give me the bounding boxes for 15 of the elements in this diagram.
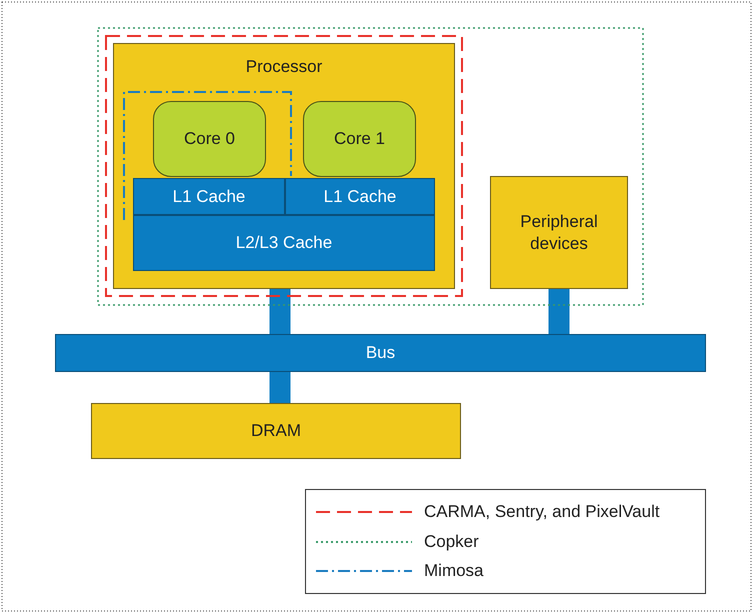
- cache-box: Bus: [55, 334, 706, 372]
- legend-text: Copker: [424, 530, 479, 553]
- component-box: DRAM: [91, 403, 461, 459]
- bus-connector: [270, 289, 290, 334]
- core-box: Core 0: [153, 101, 266, 177]
- cache-box: L1 Cache: [133, 178, 285, 215]
- legend-text: CARMA, Sentry, and PixelVault: [424, 501, 660, 524]
- legend-text: Mimosa: [424, 560, 484, 582]
- cache-box: L2/L3 Cache: [133, 215, 435, 271]
- cache-box: L1 Cache: [285, 178, 435, 215]
- core-box: Core 1: [303, 101, 416, 177]
- component-box: Peripheral devices: [490, 176, 628, 289]
- component-box: Processor Core 0 Core 1 L1 Cache L1 Cache L2/L3 Cache: [113, 43, 455, 289]
- bus-connector: [270, 372, 290, 403]
- bus-connector: [548, 289, 570, 334]
